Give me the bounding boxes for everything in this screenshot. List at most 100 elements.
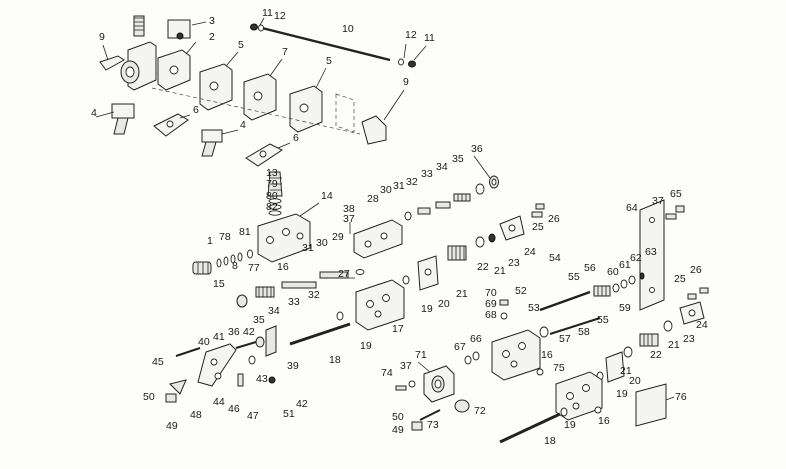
right-assembly <box>464 199 709 444</box>
part-label: 25 <box>532 221 544 233</box>
part-label: 45 <box>152 356 164 368</box>
part-label: 66 <box>470 333 482 345</box>
part-label: 11 <box>424 32 435 44</box>
part-label: 16 <box>541 349 553 361</box>
part-label: 17 <box>392 323 404 335</box>
lever-6-left <box>153 113 191 137</box>
nut-right <box>408 60 416 68</box>
part-label: 36 <box>228 326 240 338</box>
part-label: 75 <box>553 362 565 374</box>
part-label: 61 <box>619 259 631 271</box>
part-label: 14 <box>321 190 333 202</box>
part-label: 23 <box>683 333 695 345</box>
part-label: 34 <box>268 305 280 317</box>
link-plate <box>265 325 277 357</box>
part-label: 49 <box>166 420 178 432</box>
cover-block <box>257 213 311 263</box>
part-label: 12 <box>405 29 417 41</box>
part-label: 22 <box>650 349 662 361</box>
part-label: 52 <box>515 285 527 297</box>
part-label: 13 <box>266 167 278 179</box>
part-label: 69 <box>485 298 497 310</box>
part-label: 24 <box>524 246 536 258</box>
part-label: 32 <box>406 176 418 188</box>
washer-left <box>258 24 264 32</box>
part-label: 63 <box>645 246 657 258</box>
part-label: 31 <box>302 242 314 254</box>
plug-screw <box>192 261 212 275</box>
part-label: 70 <box>485 287 497 299</box>
gasket-right <box>605 351 625 383</box>
part-label: 2 <box>209 31 215 43</box>
part-label: 54 <box>549 252 561 264</box>
spool-54 <box>539 290 591 312</box>
part-label: 16 <box>598 415 610 427</box>
lower-block <box>491 329 541 381</box>
part-label: 4 <box>91 107 97 119</box>
center-block <box>355 279 405 331</box>
part-label: 33 <box>288 296 300 308</box>
part-label: 18 <box>329 354 341 366</box>
part-label: 26 <box>690 264 702 276</box>
part-label: 55 <box>568 271 580 283</box>
part-label: 47 <box>247 410 259 422</box>
part-label: 68 <box>485 309 497 321</box>
part-label: 78 <box>219 231 231 243</box>
part-label: 5 <box>238 39 244 51</box>
part-label: 39 <box>287 360 299 372</box>
part-label: 46 <box>228 403 240 415</box>
part-label: 33 <box>421 168 433 180</box>
part-label: 79 <box>266 178 278 190</box>
tie-rod <box>261 26 391 62</box>
part-label: 23 <box>508 257 520 269</box>
part-label: 48 <box>190 409 202 421</box>
part-label: 22 <box>477 261 489 273</box>
part-label: 19 <box>360 340 372 352</box>
lever-4-right <box>201 129 239 157</box>
part-label: 34 <box>436 161 448 173</box>
part-label: 19 <box>421 303 433 315</box>
end-plate-left <box>99 55 125 71</box>
part-label: 42 <box>243 326 255 338</box>
part-label: 28 <box>367 193 379 205</box>
part-label: 71 <box>415 349 427 361</box>
part-label: 19 <box>564 419 576 431</box>
part-label: 27 <box>338 268 350 280</box>
part-label: 8 <box>232 260 238 272</box>
part-label: 9 <box>403 76 409 88</box>
part-label: 43 <box>256 373 268 385</box>
part-label: 19 <box>616 388 628 400</box>
part-label: 35 <box>253 314 265 326</box>
part-label: 18 <box>544 435 556 447</box>
part-label: 73 <box>427 419 439 431</box>
knob-72 <box>454 399 470 413</box>
part-label: 12 <box>274 10 286 22</box>
part-label: 20 <box>438 298 450 310</box>
nut-left <box>250 23 258 31</box>
part-label: 37 <box>400 360 412 372</box>
part-label: 16 <box>277 261 289 273</box>
part-label: 11 <box>262 7 273 19</box>
part-label: 57 <box>559 333 571 345</box>
part-label: 3 <box>209 15 215 27</box>
bracket <box>197 343 237 387</box>
part-label: 30 <box>380 184 392 196</box>
part-label: 21 <box>456 288 468 300</box>
part-label: 50 <box>143 391 155 403</box>
part-label: 58 <box>578 326 590 338</box>
part-label: 31 <box>393 180 405 192</box>
end-plate-right <box>361 115 387 145</box>
part-label: 4 <box>240 119 246 131</box>
bottom-block <box>555 371 603 421</box>
part-label: 53 <box>528 302 540 314</box>
part-label: 74 <box>381 367 393 379</box>
part-label: 59 <box>619 302 631 314</box>
part-label: 29 <box>332 231 344 243</box>
part-label: 25 <box>674 273 686 285</box>
top-assembly <box>95 15 427 167</box>
part-label: 76 <box>675 391 687 403</box>
middle-assembly <box>165 155 545 403</box>
part-label: 21 <box>494 265 506 277</box>
part-label: 40 <box>198 336 210 348</box>
